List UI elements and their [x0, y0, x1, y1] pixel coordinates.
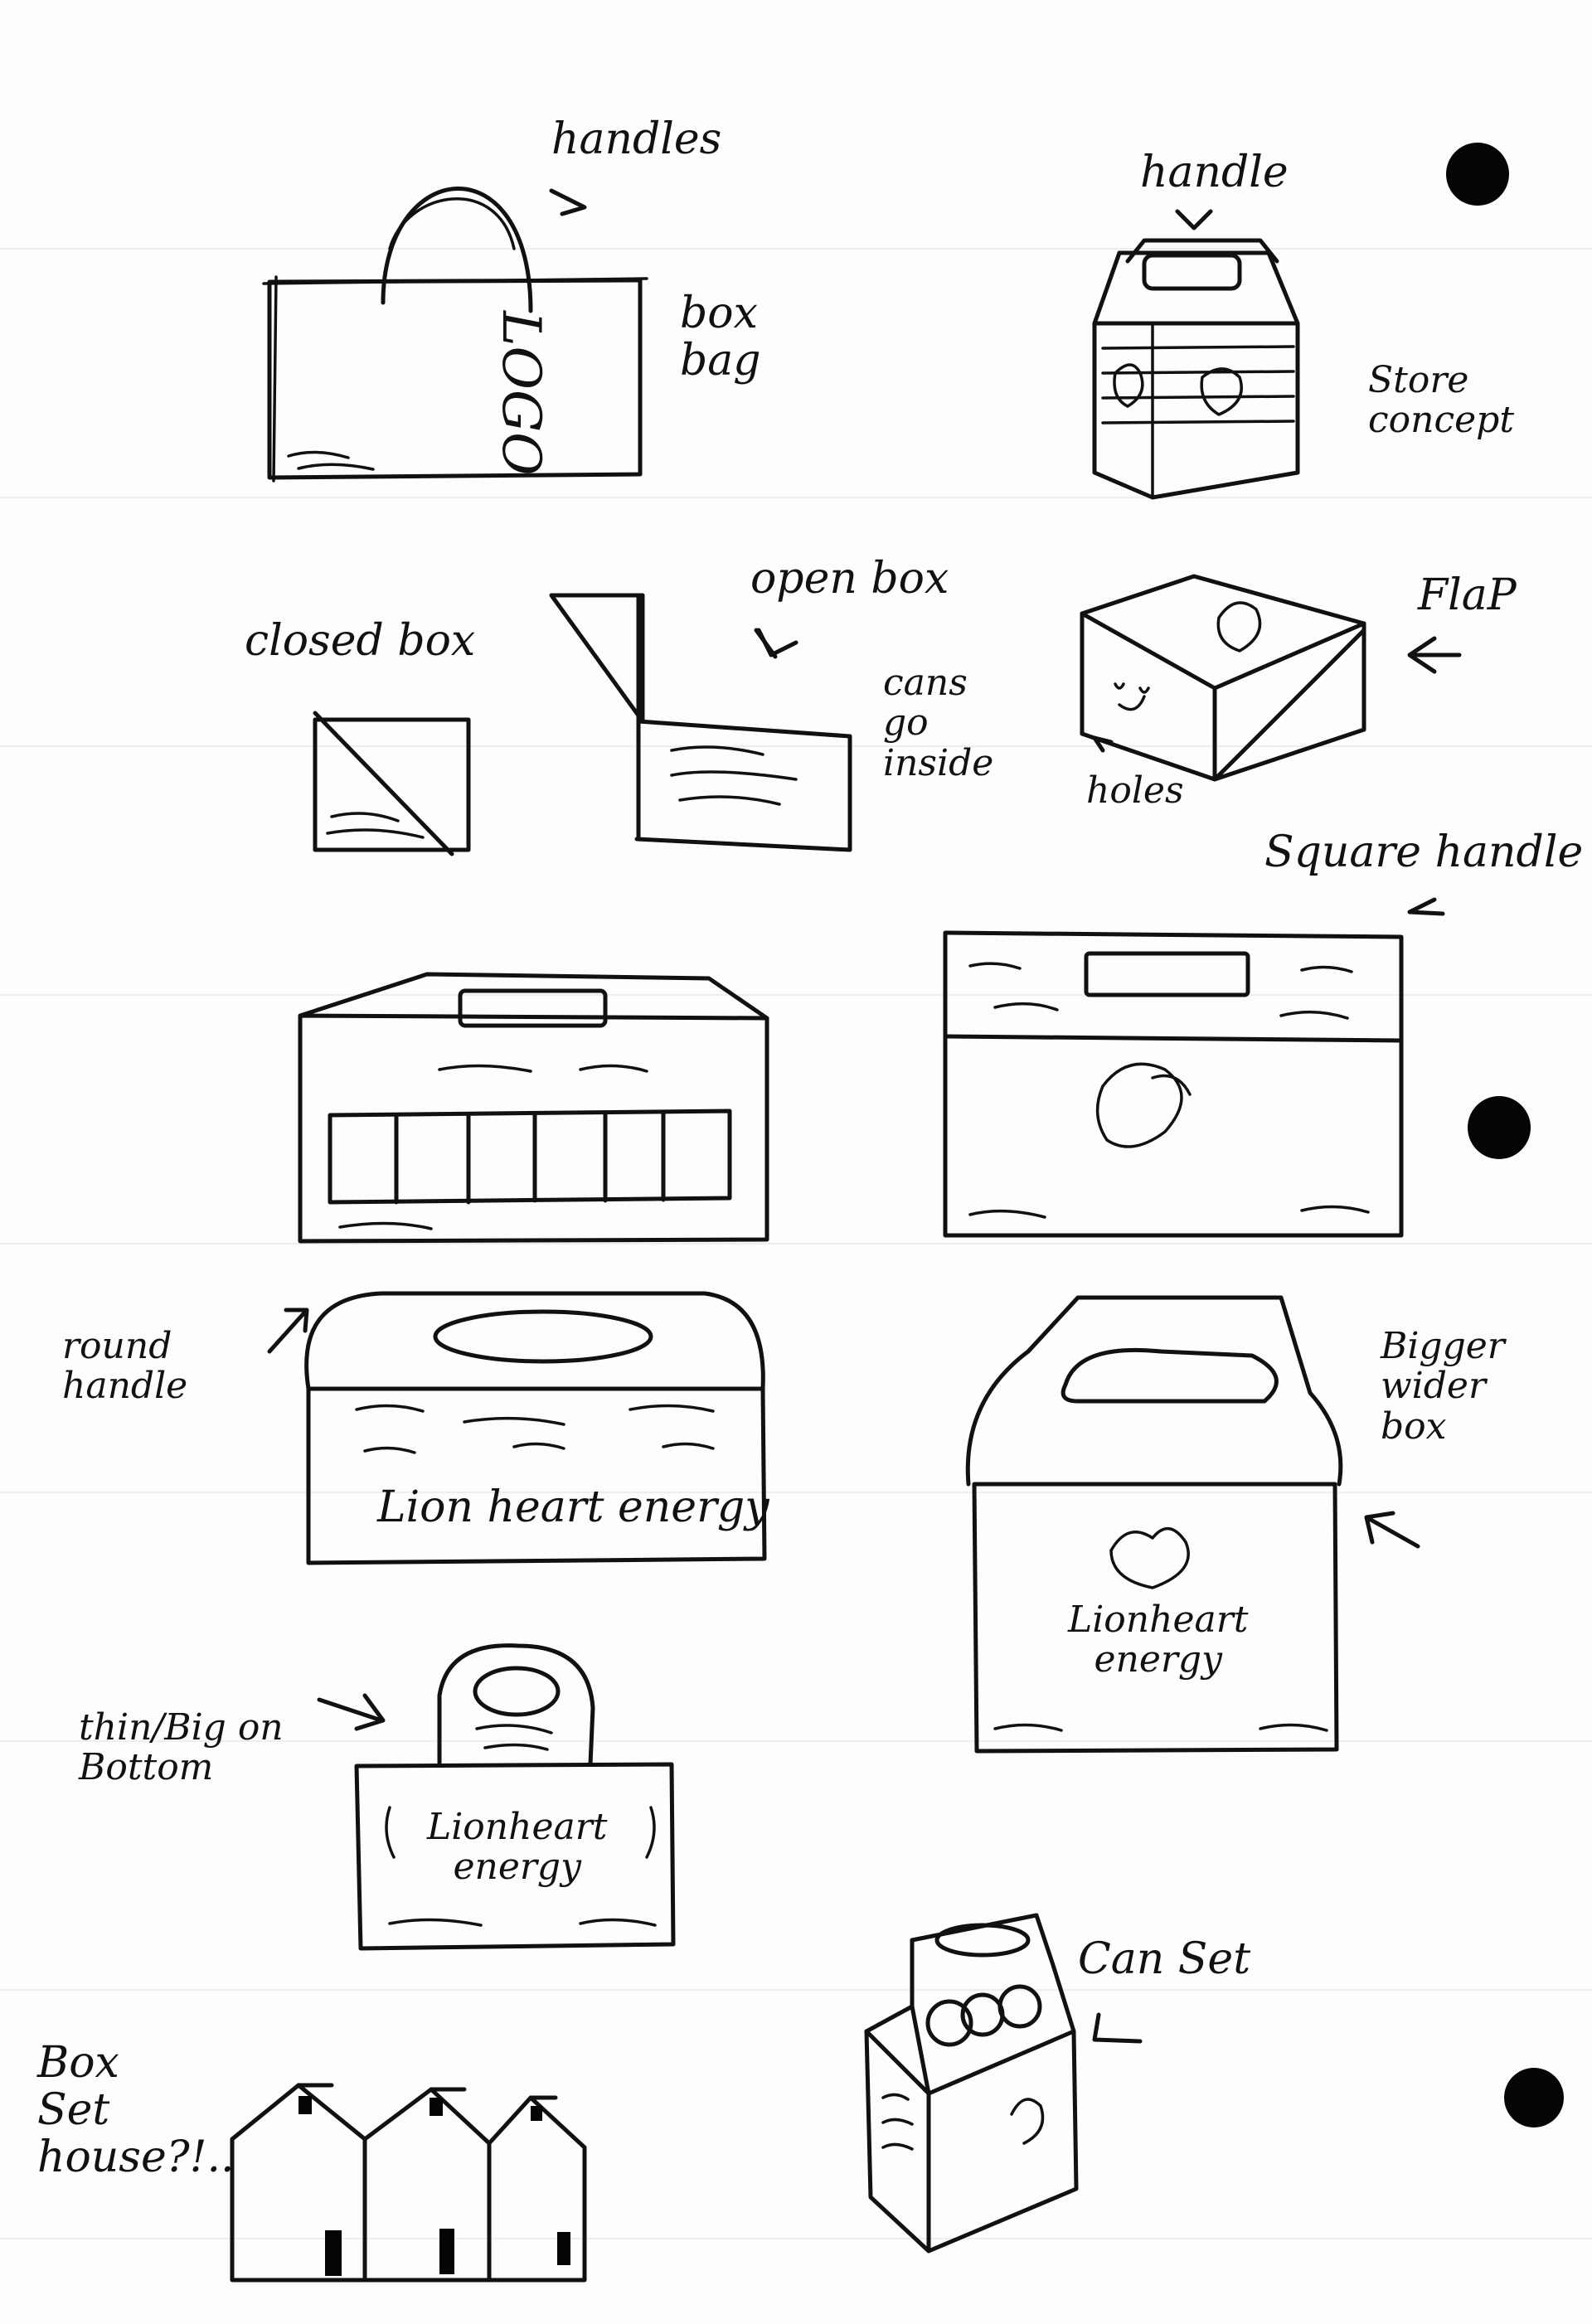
label-can-set: Can Set [1078, 1934, 1251, 1984]
label-flap: FlaP [1418, 570, 1517, 620]
label-box-set: Box Set house?!.. [37, 2038, 235, 2183]
label-store-concept: Store concept [1368, 359, 1514, 442]
round-handle-box-sketch [267, 1291, 767, 1565]
label-box-text-3: Lionheart energy [427, 1806, 608, 1889]
bigger-wider-box-sketch [965, 1295, 1420, 1754]
label-open-box: open box [750, 554, 949, 604]
label-handle: handle [1140, 148, 1289, 197]
store-concept-sketch [1092, 209, 1300, 500]
can-set-sketch [864, 1913, 1143, 2254]
label-logo: LOGO [490, 311, 551, 476]
closed-box-sketch [313, 711, 471, 856]
square-handle-box-sketch [943, 897, 1445, 1238]
paper-rules [0, 248, 1592, 2239]
slot-box-sketch [298, 972, 769, 1244]
label-bigger-wider-box: Bigger wider box [1381, 1325, 1505, 1448]
label-box-text-2: Lionheart energy [1068, 1599, 1249, 1681]
label-closed-box: closed box [245, 616, 476, 666]
label-box-text-1: Lion heart energy [377, 1482, 769, 1532]
label-thin-big: thin/Big on Bottom [79, 1706, 284, 1789]
label-cans-go-inside: cans go inside [883, 662, 994, 784]
box-bag-sketch [262, 187, 648, 483]
box-set-sketch [230, 2083, 587, 2283]
flap-box-sketch [1080, 574, 1462, 782]
label-square-handle: Square handle [1264, 827, 1584, 877]
binder-hole-bottom [1504, 2068, 1564, 2128]
label-box-bag: box bag [680, 289, 761, 386]
open-box-sketch [549, 593, 852, 852]
label-holes: holes [1086, 769, 1184, 812]
thin-big-box-sketch [317, 1643, 676, 1951]
binder-hole-top [1446, 143, 1509, 206]
label-round-handle: round handle [62, 1325, 188, 1408]
label-handles: handles [551, 114, 722, 164]
binder-hole-middle [1468, 1096, 1531, 1159]
